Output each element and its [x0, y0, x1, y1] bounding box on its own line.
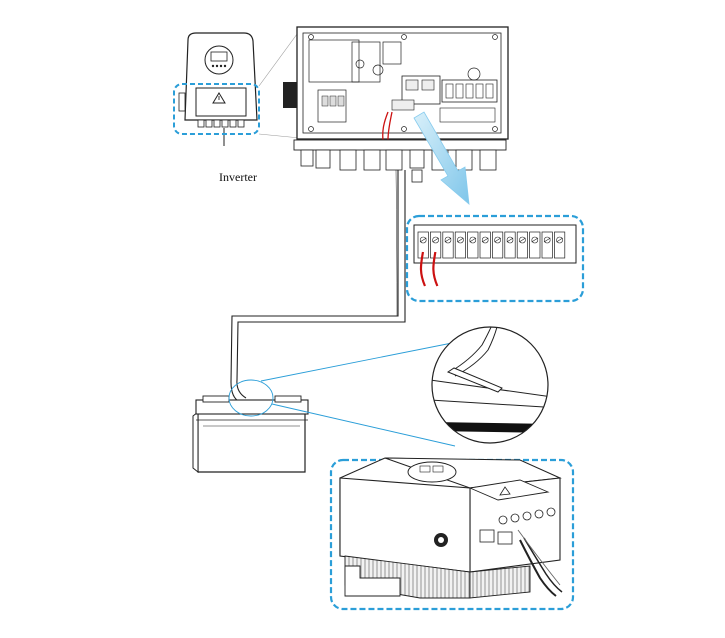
cable-band [432, 422, 548, 433]
sensor-contact-circle [228, 379, 274, 417]
terminal [529, 231, 541, 259]
terminal [504, 231, 516, 259]
callout-arrow [413, 111, 470, 205]
terminal [516, 231, 528, 259]
terminal [541, 231, 553, 259]
terminal [430, 231, 442, 259]
terminal [554, 231, 566, 259]
terminal-block [413, 224, 577, 287]
sensor-cable [236, 170, 406, 399]
sensor-cable-outer [230, 170, 399, 403]
terminal [454, 231, 466, 259]
sensor-wire [419, 251, 426, 287]
inverter-caption: Inverter [219, 170, 257, 184]
screw-icon [308, 34, 498, 132]
terminal [479, 231, 491, 259]
warning-triangle-icon [212, 92, 226, 104]
inverter-small-view [178, 32, 258, 146]
terminal [417, 231, 429, 259]
terminal [492, 231, 504, 259]
sensor-magnified-view [431, 326, 549, 444]
temperature-sensor-probe [446, 367, 503, 393]
terminal [467, 231, 479, 259]
inverter-small-highlight [173, 83, 260, 135]
inverter-wiring-compartment [283, 26, 509, 183]
terminal [442, 231, 454, 259]
inverter-3d-view [339, 457, 563, 599]
battery [192, 379, 309, 474]
sensor-wire [432, 251, 439, 287]
